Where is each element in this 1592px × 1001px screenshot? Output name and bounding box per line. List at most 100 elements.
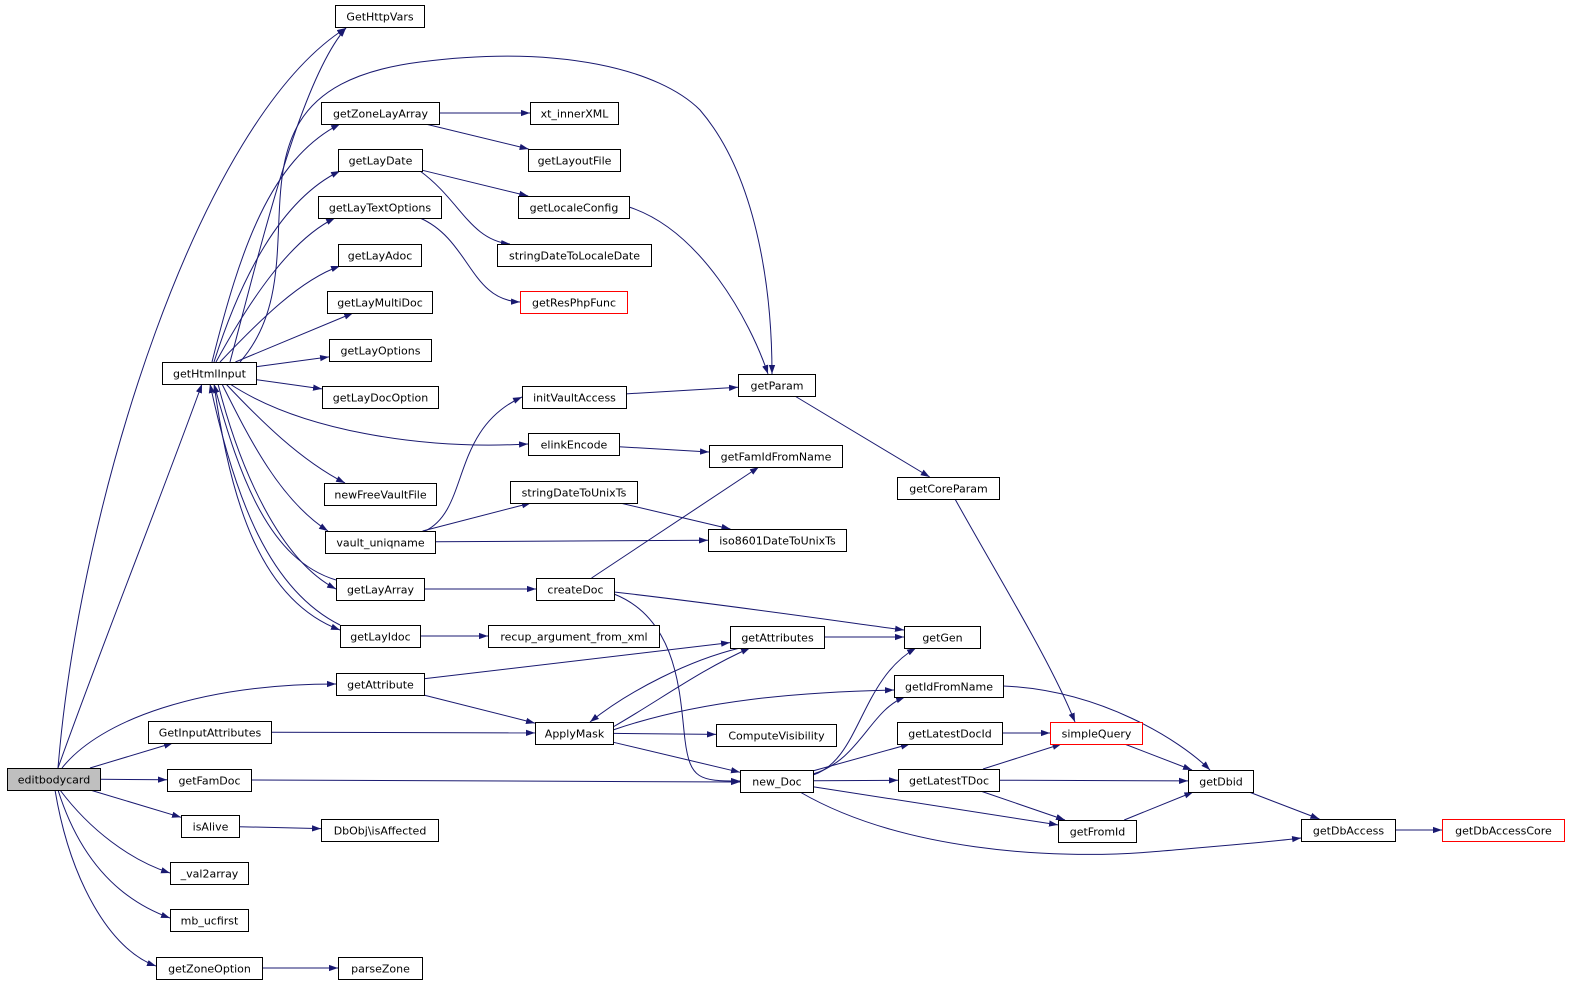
node-getGen[interactable]: getGen [904, 626, 981, 649]
edge-editbodycard-to-GetHttpVars [57, 27, 347, 769]
edge-getHtmlInput-to-getLayTextOptions [215, 217, 336, 363]
node-getFromId[interactable]: getFromId [1058, 820, 1137, 843]
node-box [535, 722, 614, 745]
edge-simpleQuery-to-getDbid [1124, 743, 1193, 771]
node-box [321, 819, 439, 842]
node-editbodycard[interactable]: editbodycard [7, 768, 101, 791]
node-label: parseZone [351, 963, 410, 976]
node-getLayDocOption[interactable]: getLayDocOption [322, 386, 439, 409]
node-GetInputAttributes[interactable]: GetInputAttributes [148, 721, 272, 744]
node-ComputeVisibility[interactable]: ComputeVisibility [716, 724, 837, 747]
node-getLayDate[interactable]: getLayDate [338, 149, 423, 172]
node-box [336, 578, 425, 601]
node-getLatestTDoc[interactable]: getLatestTDoc [898, 769, 1000, 792]
node-label: GetHttpVars [346, 11, 413, 24]
node-GetHttpVars[interactable]: GetHttpVars [335, 5, 425, 28]
node-box [709, 445, 843, 468]
node-isAlive[interactable]: isAlive [181, 815, 240, 838]
node-getDbAccessCore[interactable]: getDbAccessCore [1442, 819, 1565, 842]
node-parseZone[interactable]: parseZone [338, 957, 423, 980]
node-simpleQuery[interactable]: simpleQuery [1050, 722, 1143, 745]
node-elinkEncode[interactable]: elinkEncode [528, 433, 620, 456]
edge-getHtmlInput-to-getLayArray [217, 383, 337, 590]
edge-getAttribute-to-ApplyMask [423, 694, 536, 724]
node-initVaultAccess[interactable]: initVaultAccess [522, 386, 627, 409]
node-createDoc[interactable]: createDoc [536, 578, 615, 601]
edge-getLatestTDoc-to-getDbid [998, 777, 1189, 785]
edge-getFromId-to-getDbid [1124, 791, 1194, 821]
edge-ApplyMask-to-getIdFromName [612, 687, 895, 731]
edge-ApplyMask-to-ComputeVisibility [612, 731, 717, 738]
node-getZoneOption[interactable]: getZoneOption [156, 957, 263, 980]
node-box [335, 5, 425, 28]
node-getZoneLayArray[interactable]: getZoneLayArray [321, 102, 440, 125]
node-box [708, 529, 847, 552]
node-new_Doc[interactable]: new_Doc [740, 770, 814, 793]
edge-getZoneLayArray-to-getLayoutFile [425, 123, 529, 150]
node-stringDateToLocaleDate[interactable]: stringDateToLocaleDate [497, 244, 652, 267]
node-getLocaleConfig[interactable]: getLocaleConfig [518, 196, 630, 219]
node-getLayTextOptions[interactable]: getLayTextOptions [318, 196, 442, 219]
edge-editbodycard-to-GetInputAttributes [89, 742, 174, 769]
node-label: recup_argument_from_xml [500, 631, 647, 644]
edge-getHtmlInput-to-getParam [239, 55, 776, 375]
edge-getFamDoc-to-new_Doc [250, 778, 741, 786]
node-box [1188, 770, 1254, 793]
node-getLayIdoc[interactable]: getLayIdoc [340, 625, 421, 648]
node-label: GetInputAttributes [159, 727, 262, 740]
node-box [894, 675, 1004, 698]
edge-new_Doc-to-getFromId [812, 786, 1059, 827]
node-ApplyMask[interactable]: ApplyMask [535, 722, 614, 745]
node-getFamDoc[interactable]: getFamDoc [167, 769, 252, 792]
edge-getLocaleConfig-to-getParam [628, 206, 769, 375]
node-getAttribute[interactable]: getAttribute [336, 673, 425, 696]
edge-getParam-to-getCoreParam [794, 395, 930, 478]
node-getLayArray[interactable]: getLayArray [336, 578, 425, 601]
node-getCoreParam[interactable]: getCoreParam [897, 477, 1000, 500]
node-label: getLayIdoc [350, 631, 410, 644]
node-iso8601DateToUnixTs[interactable]: iso8601DateToUnixTs [708, 529, 847, 552]
edge-GetInputAttributes-to-ApplyMask [270, 729, 536, 737]
node-val2array[interactable]: _val2array [170, 862, 249, 885]
edge-new_Doc-to-getLatestTDoc [812, 777, 899, 784]
node-getDbid[interactable]: getDbid [1188, 770, 1254, 793]
edge-ApplyMask-to-getAttributes [612, 647, 751, 728]
node-label: iso8601DateToUnixTs [719, 535, 836, 548]
node-label: new_Doc [752, 776, 801, 789]
node-box [1301, 819, 1396, 842]
node-getFamIdFromName[interactable]: getFamIdFromName [709, 445, 843, 468]
node-getIdFromName[interactable]: getIdFromName [894, 675, 1004, 698]
node-box [740, 770, 814, 793]
node-box [730, 626, 825, 649]
node-box [528, 433, 620, 456]
node-getLayoutFile[interactable]: getLayoutFile [528, 149, 621, 172]
node-getLayMultiDoc[interactable]: getLayMultiDoc [327, 291, 433, 314]
node-label: isAlive [193, 821, 229, 834]
edge-new_Doc-to-getGen [812, 647, 917, 776]
node-recup_argument_from_xml[interactable]: recup_argument_from_xml [488, 625, 660, 648]
node-stringDateToUnixTs[interactable]: stringDateToUnixTs [510, 481, 638, 504]
node-getLatestDocId[interactable]: getLatestDocId [897, 722, 1003, 745]
node-label: getZoneLayArray [333, 108, 429, 121]
node-getResPhpFunc[interactable]: getResPhpFunc [520, 291, 628, 314]
node-xt_innerXML[interactable]: xt_innerXML [530, 102, 619, 125]
node-mb_ucfirst[interactable]: mb_ucfirst [170, 909, 249, 932]
edge-getHtmlInput-to-newFreeVaultFile [225, 383, 346, 484]
node-getLayAdoc[interactable]: getLayAdoc [338, 244, 422, 267]
node-getHtmlInput[interactable]: getHtmlInput [162, 362, 257, 385]
node-label: initVaultAccess [533, 392, 616, 405]
node-getLayOptions[interactable]: getLayOptions [329, 339, 432, 362]
node-vault_uniqname[interactable]: vault_uniqname [325, 531, 436, 554]
node-DbObj_isAffected[interactable]: DbObj\isAffected [321, 819, 439, 842]
node-label: getCoreParam [909, 483, 987, 496]
edge-getLayTextOptions-to-getResPhpFunc [419, 217, 521, 305]
node-label: getLayAdoc [348, 250, 413, 263]
node-getParam[interactable]: getParam [738, 374, 816, 397]
edge-vault_uniqname-to-iso8601DateToUnixTs [434, 537, 709, 544]
node-box [488, 625, 660, 648]
node-getDbAccess[interactable]: getDbAccess [1301, 819, 1396, 842]
node-newFreeVaultFile[interactable]: newFreeVaultFile [324, 483, 437, 506]
node-getAttributes[interactable]: getAttributes [730, 626, 825, 649]
node-box [148, 721, 272, 744]
edge-createDoc-to-new_Doc [613, 593, 741, 785]
